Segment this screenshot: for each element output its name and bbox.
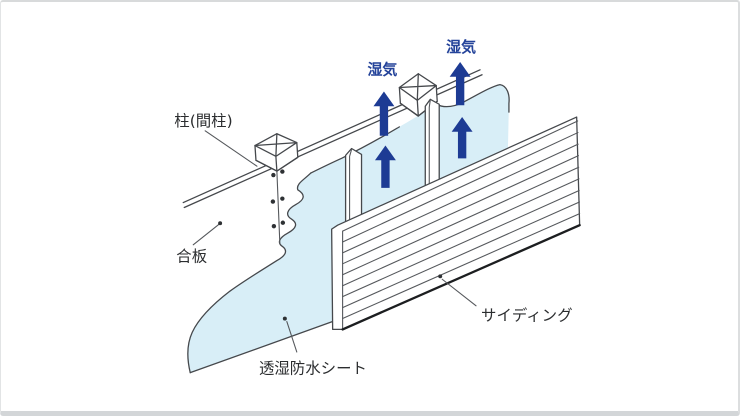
pillar-left-box [254,133,299,172]
batten-left [344,147,363,230]
moisture-label-left: 湿気 [368,61,398,79]
plywood-label: 合板 [176,248,207,266]
sheet-label: 透湿防水シート [259,360,367,378]
siding-bottom-edge [341,224,581,331]
siding-panel [331,116,581,331]
plywood-joint [270,169,286,245]
wall-section-diagram: 柱(間柱) 合板 透湿防水シート サイディング 湿気 湿気 [174,38,581,378]
moisture-arrow-icon [449,61,471,106]
text-labels: 柱(間柱) 合板 透湿防水シート サイディング 湿気 湿気 [174,38,572,377]
siding-leader [441,278,477,307]
moisture-arrow-icon [374,145,396,188]
siding-label: サイディング [481,307,572,325]
sheet-top-edge-right [435,83,510,113]
siding-leader-dot [438,274,443,279]
moisture-arrows [373,61,473,188]
plywood-leader [192,223,220,246]
siding-board-lines [342,132,581,320]
moisture-arrow-icon [451,117,473,159]
leader-lines [192,130,477,353]
sheet-leader-dot [282,316,287,321]
sheet-bottom-edge [189,320,334,374]
batten-right [424,98,440,193]
pillar-leader [204,130,258,167]
plywood-leader-dot [218,221,223,226]
sheet-top-edge-left [310,126,401,174]
pillar-label: 柱(間柱) [174,112,232,130]
moisture-label-right: 湿気 [446,38,476,56]
sheet-leader [286,320,298,353]
moisture-arrow-icon [373,91,395,136]
